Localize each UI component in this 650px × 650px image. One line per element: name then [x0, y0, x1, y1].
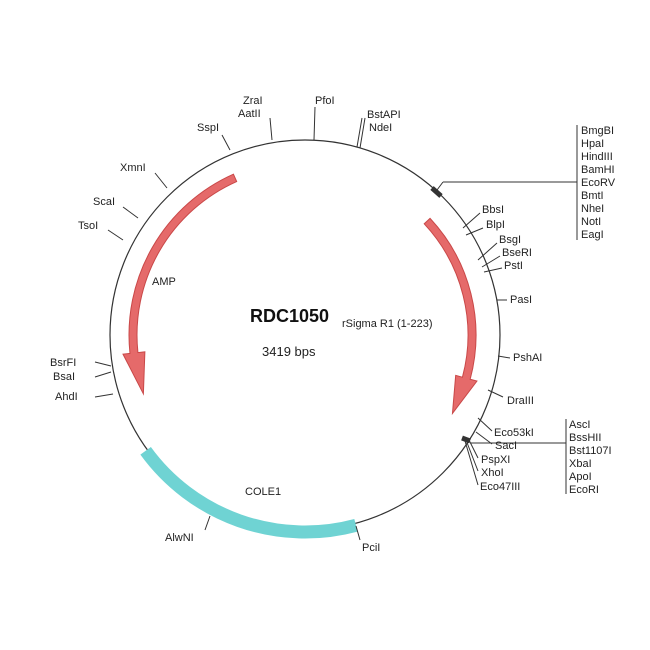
site-eco47iii[interactable]: Eco47III [480, 481, 520, 493]
mcs-site[interactable]: EcoRI [569, 484, 599, 496]
site-bbsi[interactable]: BbsI [482, 204, 504, 216]
mcs-site[interactable]: AscI [569, 419, 590, 431]
site-psti[interactable]: PstI [504, 260, 523, 272]
site-bsai[interactable]: BsaI [53, 371, 75, 383]
site-pcii[interactable]: PciI [362, 542, 380, 554]
site-zrai[interactable]: ZraI [243, 95, 263, 107]
mcs-site[interactable]: BmgBI [581, 125, 614, 137]
mcs-bottom-list: AscI BssHII Bst1107I XbaI ApoI EcoRI [569, 419, 612, 496]
insert-label: rSigma R1 (1-223) [342, 318, 432, 330]
mcs-top-list: BmgBI HpaI HindIII BamHI EcoRV BmtI NheI… [581, 125, 616, 241]
site-alwni[interactable]: AlwNI [165, 532, 194, 544]
mcs-site[interactable]: BssHII [569, 432, 601, 444]
mcs-site[interactable]: HindIII [581, 151, 613, 163]
mcs-site[interactable]: EagI [581, 229, 604, 241]
plasmid-name: RDC1050 [250, 306, 329, 326]
site-pspxi[interactable]: PspXI [481, 454, 510, 466]
site-ndei[interactable]: NdeI [369, 122, 392, 134]
site-sspi[interactable]: SspI [197, 122, 219, 134]
mcs-site[interactable]: HpaI [581, 138, 604, 150]
site-ahdi[interactable]: AhdI [55, 391, 78, 403]
mcs-site[interactable]: BamHI [581, 164, 615, 176]
mcs-site[interactable]: ApoI [569, 471, 592, 483]
site-scai[interactable]: ScaI [93, 196, 115, 208]
site-pfoi[interactable]: PfoI [315, 95, 335, 107]
site-bseri[interactable]: BseRI [502, 247, 532, 259]
cole1-label: COLE1 [245, 486, 281, 498]
mcs-site[interactable]: EcoRV [581, 177, 616, 189]
mcs-site[interactable]: XbaI [569, 458, 592, 470]
site-bstapi[interactable]: BstAPI [367, 109, 401, 121]
amp-label: AMP [152, 276, 176, 288]
mcs-site[interactable]: NotI [581, 216, 601, 228]
site-xmni[interactable]: XmnI [120, 162, 146, 174]
site-ticks [94, 106, 578, 541]
site-eco53ki[interactable]: Eco53kI [494, 427, 534, 439]
site-blpi[interactable]: BlpI [486, 219, 505, 231]
site-saci[interactable]: SacI [495, 440, 517, 452]
amp-feature-arrow[interactable] [122, 173, 238, 396]
insert-feature-arrow[interactable] [423, 217, 478, 416]
site-aatii[interactable]: AatII [238, 108, 261, 120]
site-bsgi[interactable]: BsgI [499, 234, 521, 246]
mcs-site[interactable]: NheI [581, 203, 604, 215]
site-draiii[interactable]: DraIII [507, 395, 534, 407]
site-xhoi[interactable]: XhoI [481, 467, 504, 479]
site-pshai[interactable]: PshAI [513, 352, 542, 364]
site-bsrfi[interactable]: BsrFI [50, 357, 76, 369]
plasmid-size: 3419 bps [262, 344, 316, 359]
mcs-site[interactable]: Bst1107I [569, 445, 612, 457]
site-tsoi[interactable]: TsoI [78, 220, 98, 232]
mcs-site[interactable]: BmtI [581, 190, 604, 202]
site-pasi[interactable]: PasI [510, 294, 532, 306]
cole1-feature[interactable] [140, 446, 358, 539]
